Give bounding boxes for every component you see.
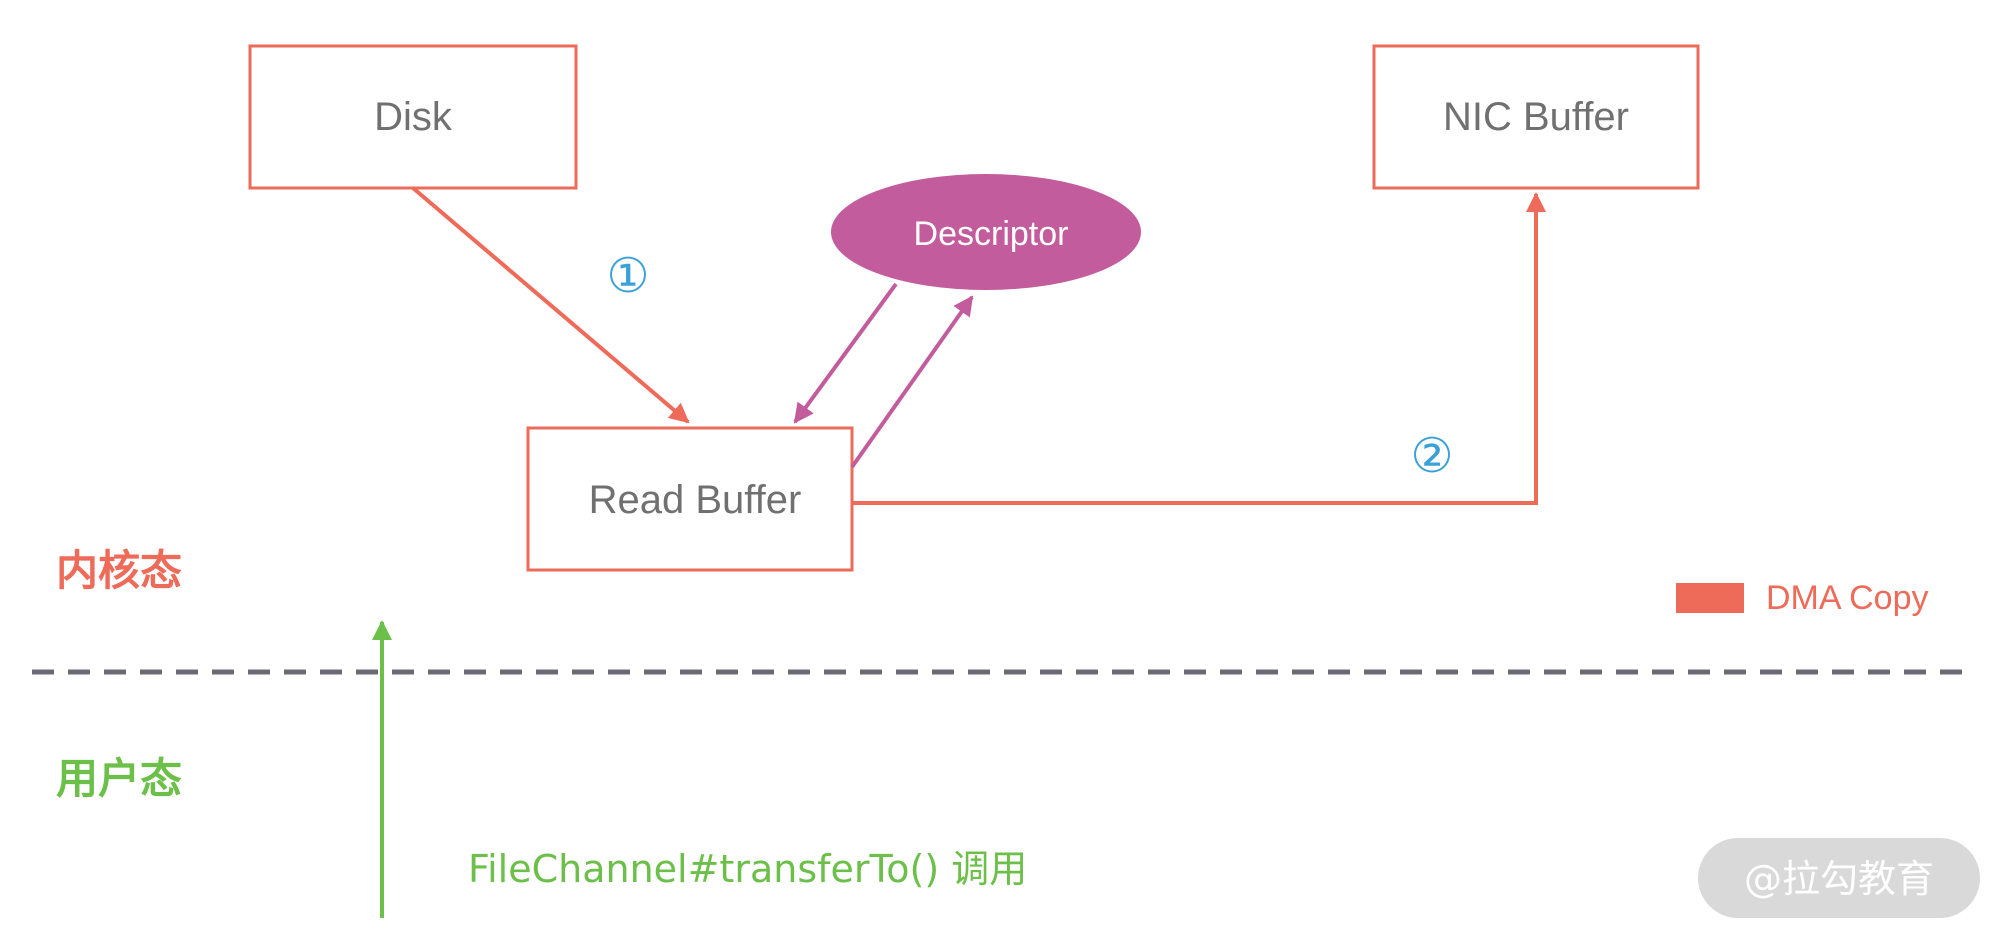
dma-copy-legend-label: DMA Copy — [1766, 579, 1929, 617]
descriptor-to-read-buffer-arrow — [793, 282, 898, 424]
user-mode-label: 用户态 — [56, 754, 182, 803]
transfer-to-call-label: FileChannel#transferTo() 调用 — [468, 847, 1027, 891]
dma-copy-swatch — [1676, 583, 1744, 613]
watermark: @拉勾教育 — [1698, 838, 1980, 918]
disk-label: Disk — [374, 95, 453, 139]
watermark-pill — [1698, 838, 1980, 918]
nic-buffer-node: NIC Buffer — [1372, 44, 1700, 190]
descriptor-label: Descriptor — [914, 215, 1069, 253]
kernel-mode-label: 内核态 — [56, 546, 182, 595]
read-buffer-node: Read Buffer — [526, 426, 854, 572]
legend: DMA Copy — [1676, 579, 1929, 617]
read-buffer-label: Read Buffer — [589, 478, 802, 522]
disk-box — [248, 44, 578, 190]
step-2-label: ② — [1410, 428, 1453, 484]
nic-buffer-box — [1372, 44, 1700, 190]
descriptor-ellipse — [831, 174, 1141, 290]
disk-to-read-buffer-arrow — [411, 186, 690, 424]
disk-node: Disk — [248, 44, 578, 190]
step-1-label: ① — [606, 248, 649, 304]
read-buffer-to-nic-arrow — [852, 192, 1546, 505]
descriptor-node: Descriptor — [831, 174, 1141, 290]
read-buffer-box — [526, 426, 854, 572]
nic-buffer-label: NIC Buffer — [1443, 95, 1629, 139]
watermark-label: @拉勾教育 — [1744, 857, 1934, 901]
read-buffer-to-descriptor-arrow — [850, 295, 974, 469]
